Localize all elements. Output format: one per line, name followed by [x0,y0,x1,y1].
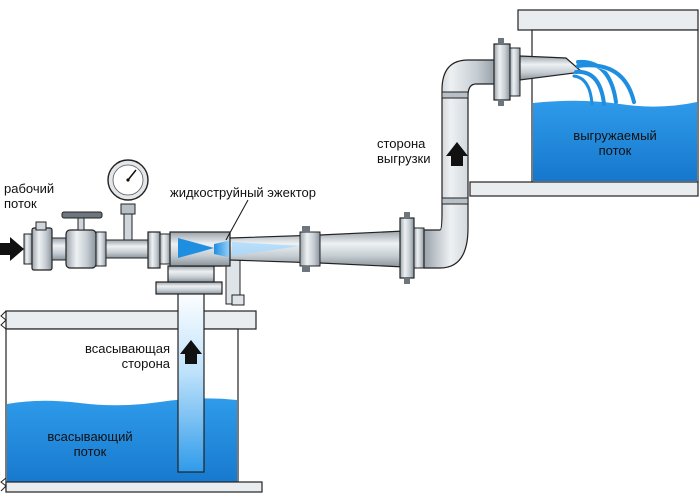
suction-flow-label: всасывающий поток [47,429,133,459]
ejector-leader-line [225,199,249,241]
flow-arrow-icon [0,237,24,261]
valve-handwheel-icon [61,211,103,219]
discharged-flow-label: выгружаемый поток [573,128,657,158]
discharge-tank [469,9,699,197]
flow-arrow-icon [446,142,468,166]
discharge-side-label: сторона выгрузки [377,136,431,166]
suction-side-label: всасывающая сторона [84,341,170,371]
ejector-label: жидкоструйный эжектор [170,185,316,200]
ejector-body [169,212,425,284]
pressure-gauge-icon [107,159,149,201]
working-flow-label: рабочий поток [4,181,55,211]
discharge-pipe [423,38,636,269]
inlet-line [0,159,171,271]
discharge-water [533,100,697,181]
suction-tank [0,310,263,493]
discharge-streams [572,59,636,106]
nozzle-jet [178,238,214,258]
flow-arrow-icon [180,340,202,364]
